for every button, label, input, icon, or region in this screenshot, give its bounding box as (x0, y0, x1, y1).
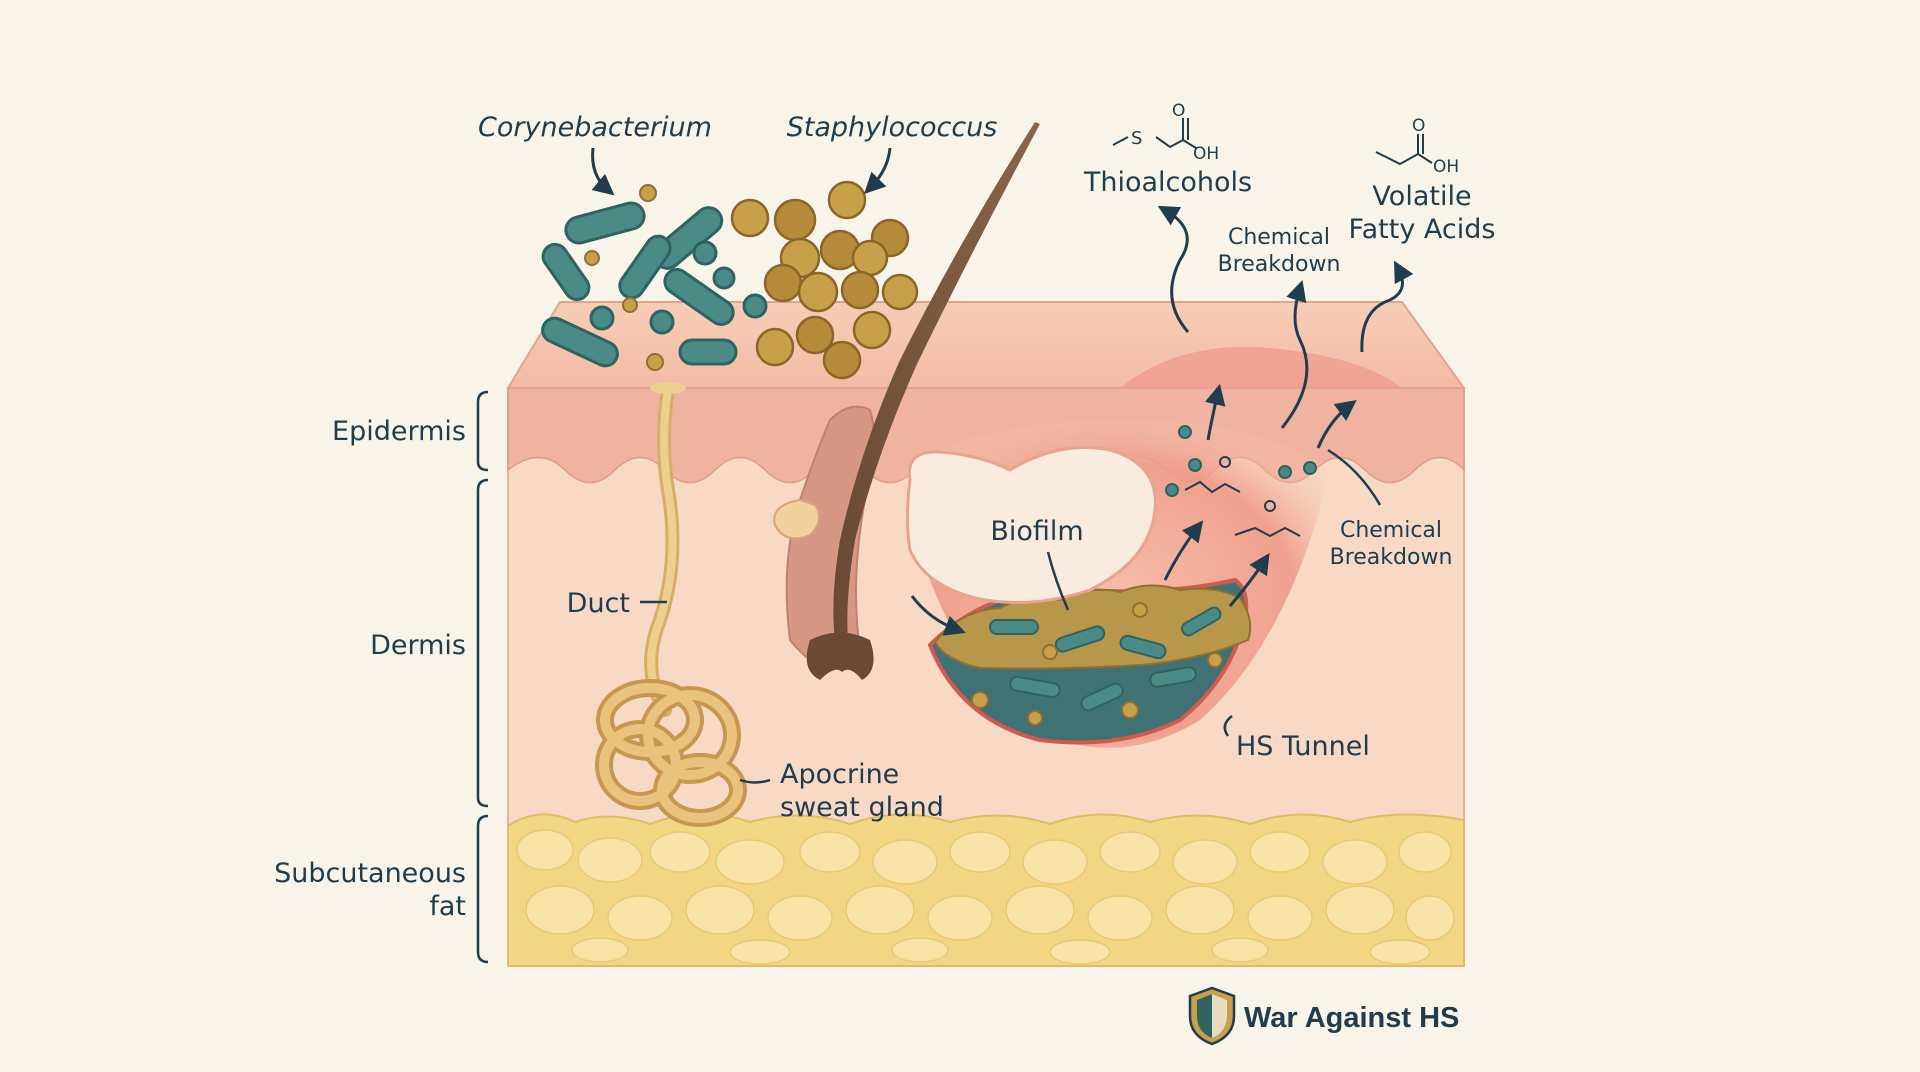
thioalcohols-label: Thioalcohols (1083, 167, 1252, 198)
biofilm-bacteria (971, 602, 1223, 726)
vfa-oh-label: OH (1433, 157, 1459, 177)
hair-follicle[interactable] (773, 122, 1040, 680)
arrow-biofilm-up-2 (1228, 552, 1270, 607)
thio-o-label: O (1172, 101, 1185, 121)
arrow-to-staphylococcus (864, 147, 892, 194)
shield-icon (1188, 986, 1236, 1046)
vfa-o-label: O (1412, 116, 1425, 136)
swollen-surface (1120, 346, 1402, 388)
hs-lesion (900, 346, 1402, 748)
apocrine-label-line1: Apocrine (780, 759, 899, 790)
subcutaneous-label-line1: Subcutaneous (274, 858, 466, 889)
leader-lines (640, 448, 1382, 784)
arrow-into-tunnel (910, 595, 966, 636)
arrow-dermis-up-2 (1316, 399, 1357, 449)
fat-globules (516, 829, 1455, 965)
corynebacterium-cluster[interactable] (538, 184, 768, 371)
layer-brackets (476, 390, 489, 964)
brand-name: War Against HS (1244, 1002, 1459, 1034)
arrow-to-corynebacterium (591, 147, 615, 196)
subcutaneous-label-line2: fat (429, 891, 466, 922)
chemical-breakdown-top-line2: Breakdown (1218, 252, 1341, 277)
corynebacterium-label: Corynebacterium (478, 112, 712, 143)
arrow-dermis-up-1 (1204, 383, 1226, 441)
epidermis-label: Epidermis (332, 416, 466, 447)
vfa-label-line2: Fatty Acids (1349, 214, 1496, 245)
hs-tunnel-label: HS Tunnel (1236, 731, 1370, 762)
thio-oh-label: OH (1193, 144, 1219, 164)
chemical-breakdown-top-line1: Chemical (1228, 225, 1330, 250)
tunnel-pocket (906, 446, 1157, 604)
arrow-to-vfa (1360, 260, 1414, 353)
small-molecules (1184, 456, 1301, 538)
vfa-label-line1: Volatile (1372, 181, 1471, 212)
staphylococcus-cluster[interactable] (730, 180, 919, 380)
chemical-breakdown-right-line2: Breakdown (1330, 545, 1453, 570)
apocrine-label-line2: sweat gland (780, 792, 944, 823)
biofilm-label: Biofilm (990, 516, 1083, 547)
arrow-surface-to-thioalcohols (1157, 205, 1190, 333)
fatty-acid-molecule: O OH (1375, 116, 1459, 177)
apocrine-sweat-gland[interactable] (595, 382, 747, 827)
staphylococcus-label: Staphylococcus (787, 112, 998, 143)
chemical-breakdown-right-line1: Chemical (1340, 518, 1442, 543)
duct-label: Duct (567, 588, 630, 619)
arrow-biofilm-up-1 (1163, 520, 1204, 581)
dermis-label: Dermis (370, 630, 466, 661)
thioalcohol-molecule: S O OH (1112, 101, 1219, 164)
arrow-to-breakdown-top (1280, 279, 1309, 429)
flow-arrows (591, 147, 1414, 636)
sebaceous-gland (773, 498, 820, 540)
brand-logo[interactable]: War Against HS (1188, 986, 1459, 1046)
released-compounds (1165, 425, 1317, 497)
hair-bulb (806, 632, 874, 680)
labels: Corynebacterium Staphylococcus Thioalcoh… (274, 112, 1495, 922)
thio-s-label: S (1131, 128, 1142, 149)
gland-coil (595, 679, 747, 827)
